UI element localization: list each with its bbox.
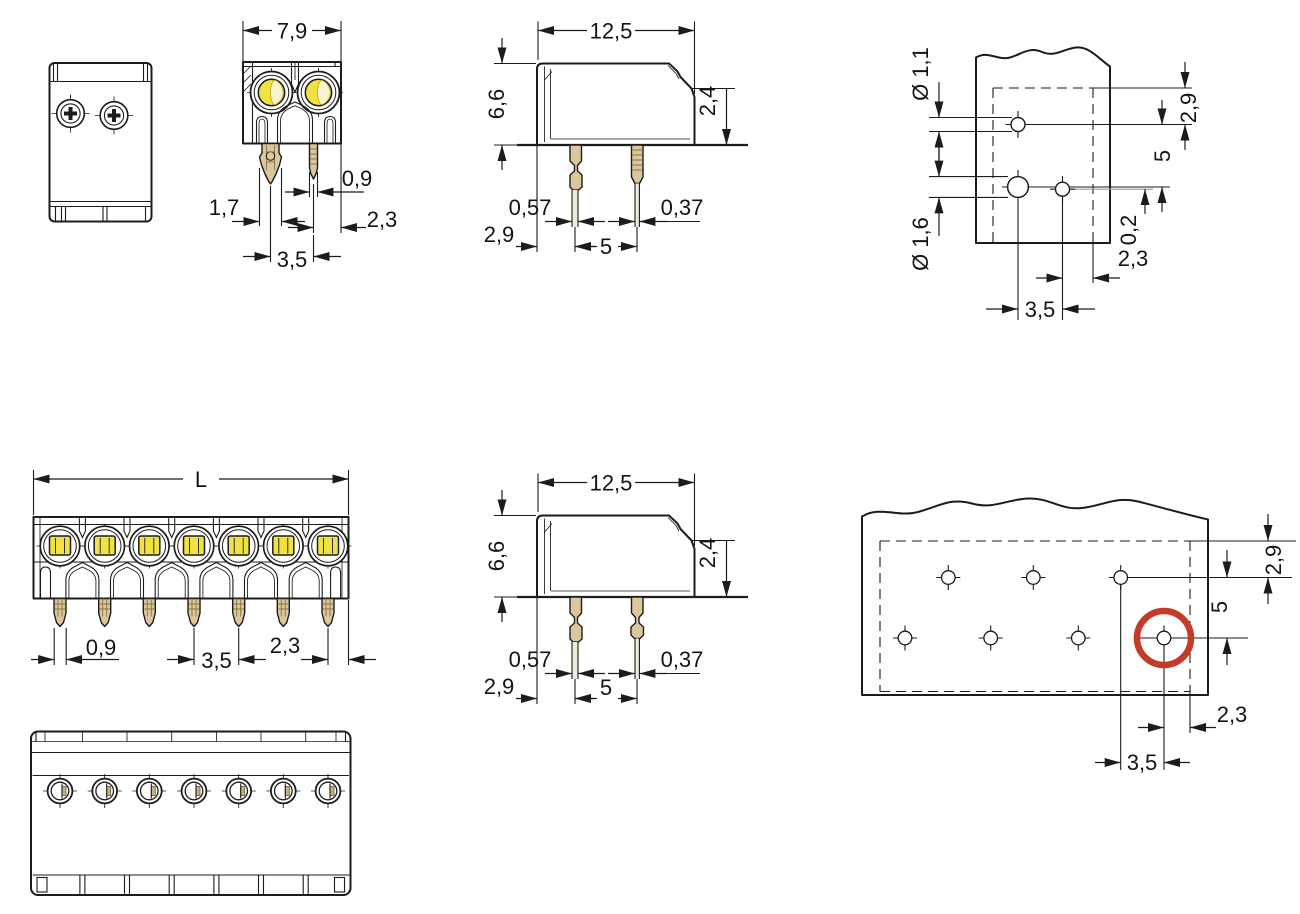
drill-hole-small bbox=[1050, 176, 1075, 203]
dim-side-collar: 2,4 bbox=[695, 86, 720, 117]
dim-side2-pitch: 5 bbox=[600, 675, 612, 700]
dim-top2-pitch: 3,5 bbox=[277, 247, 308, 272]
solder-pin-socket bbox=[258, 142, 283, 185]
drill-hole-small bbox=[1005, 111, 1031, 138]
dim-multi-pin: 0,9 bbox=[86, 635, 117, 660]
dim-drill2-top: 2,9 bbox=[1176, 93, 1201, 124]
drill-hole-large bbox=[1002, 170, 1034, 204]
dim-side2-pin-b: 0,37 bbox=[661, 647, 704, 672]
dim-multi-pitch: 3,5 bbox=[201, 648, 232, 673]
view-drill-2pole: Ø 1,1 Ø 1,6 2,9 5 0,2 2,3 3,5 bbox=[908, 46, 1201, 322]
solder-pin bbox=[569, 144, 583, 227]
dim-top2-pin-right: 0,9 bbox=[342, 166, 373, 191]
view-front-multipole: L 0,9 3,5 2,3 bbox=[31, 467, 376, 673]
dim-multi-length: L bbox=[195, 467, 207, 492]
dim-side-pin-b: 0,37 bbox=[661, 195, 704, 220]
solder-pin bbox=[308, 142, 319, 180]
dim-drillm-edge: 2,3 bbox=[1217, 702, 1248, 727]
dim-drillm-top: 2,9 bbox=[1261, 545, 1286, 576]
view-top-2pole: 7,9 0,9 2,3 1,7 3,5 bbox=[209, 19, 398, 273]
dim-drill2-pitch: 3,5 bbox=[1025, 297, 1056, 322]
dim-side-pin-a: 0,57 bbox=[509, 195, 552, 220]
view-side-2pole: 12,5 6,6 2,4 0,57 0,37 2,9 5 bbox=[484, 19, 748, 259]
solder-pin bbox=[630, 596, 645, 679]
dim-drill2-offset: 0,2 bbox=[1116, 215, 1141, 246]
dim-drill2-row-pitch: 5 bbox=[1150, 150, 1175, 162]
view-top-multipole bbox=[30, 730, 352, 896]
dim-side2-pin-a: 0,57 bbox=[509, 647, 552, 672]
dim-side-width: 12,5 bbox=[590, 19, 633, 44]
dim-top2-edge: 2,3 bbox=[367, 207, 398, 232]
dim-side2-collar: 2,4 bbox=[695, 538, 720, 569]
view-side-multipole: 12,5 6,6 2,4 0,57 0,37 2,9 5 bbox=[484, 471, 748, 704]
dim-multi-edge: 2,3 bbox=[270, 633, 301, 658]
view-front-2pole bbox=[48, 62, 153, 223]
dim-side-pitch: 5 bbox=[600, 234, 612, 259]
dim-side2-width: 12,5 bbox=[590, 471, 633, 496]
red-highlight-circle bbox=[1133, 607, 1195, 669]
dim-side2-height: 6,6 bbox=[484, 541, 509, 572]
dim-top2-pin-left: 1,7 bbox=[209, 195, 240, 220]
dim-drillm-row-pitch: 5 bbox=[1207, 601, 1232, 613]
solder-pin bbox=[569, 596, 583, 679]
dim-drill2-dia-small: Ø 1,1 bbox=[908, 47, 933, 101]
dim-side2-edge: 2,9 bbox=[484, 674, 515, 699]
dim-top2-width: 7,9 bbox=[277, 19, 308, 44]
view-drill-multipole: 2,9 5 2,3 3,5 bbox=[861, 497, 1296, 775]
dim-drill2-dia-large: Ø 1,6 bbox=[908, 217, 933, 271]
dim-drillm-pitch: 3,5 bbox=[1127, 750, 1158, 775]
dim-side-height: 6,6 bbox=[484, 89, 509, 120]
solder-pin bbox=[630, 144, 644, 227]
dim-side-edge: 2,9 bbox=[484, 222, 515, 247]
dim-drill2-edge: 2,3 bbox=[1118, 246, 1149, 271]
